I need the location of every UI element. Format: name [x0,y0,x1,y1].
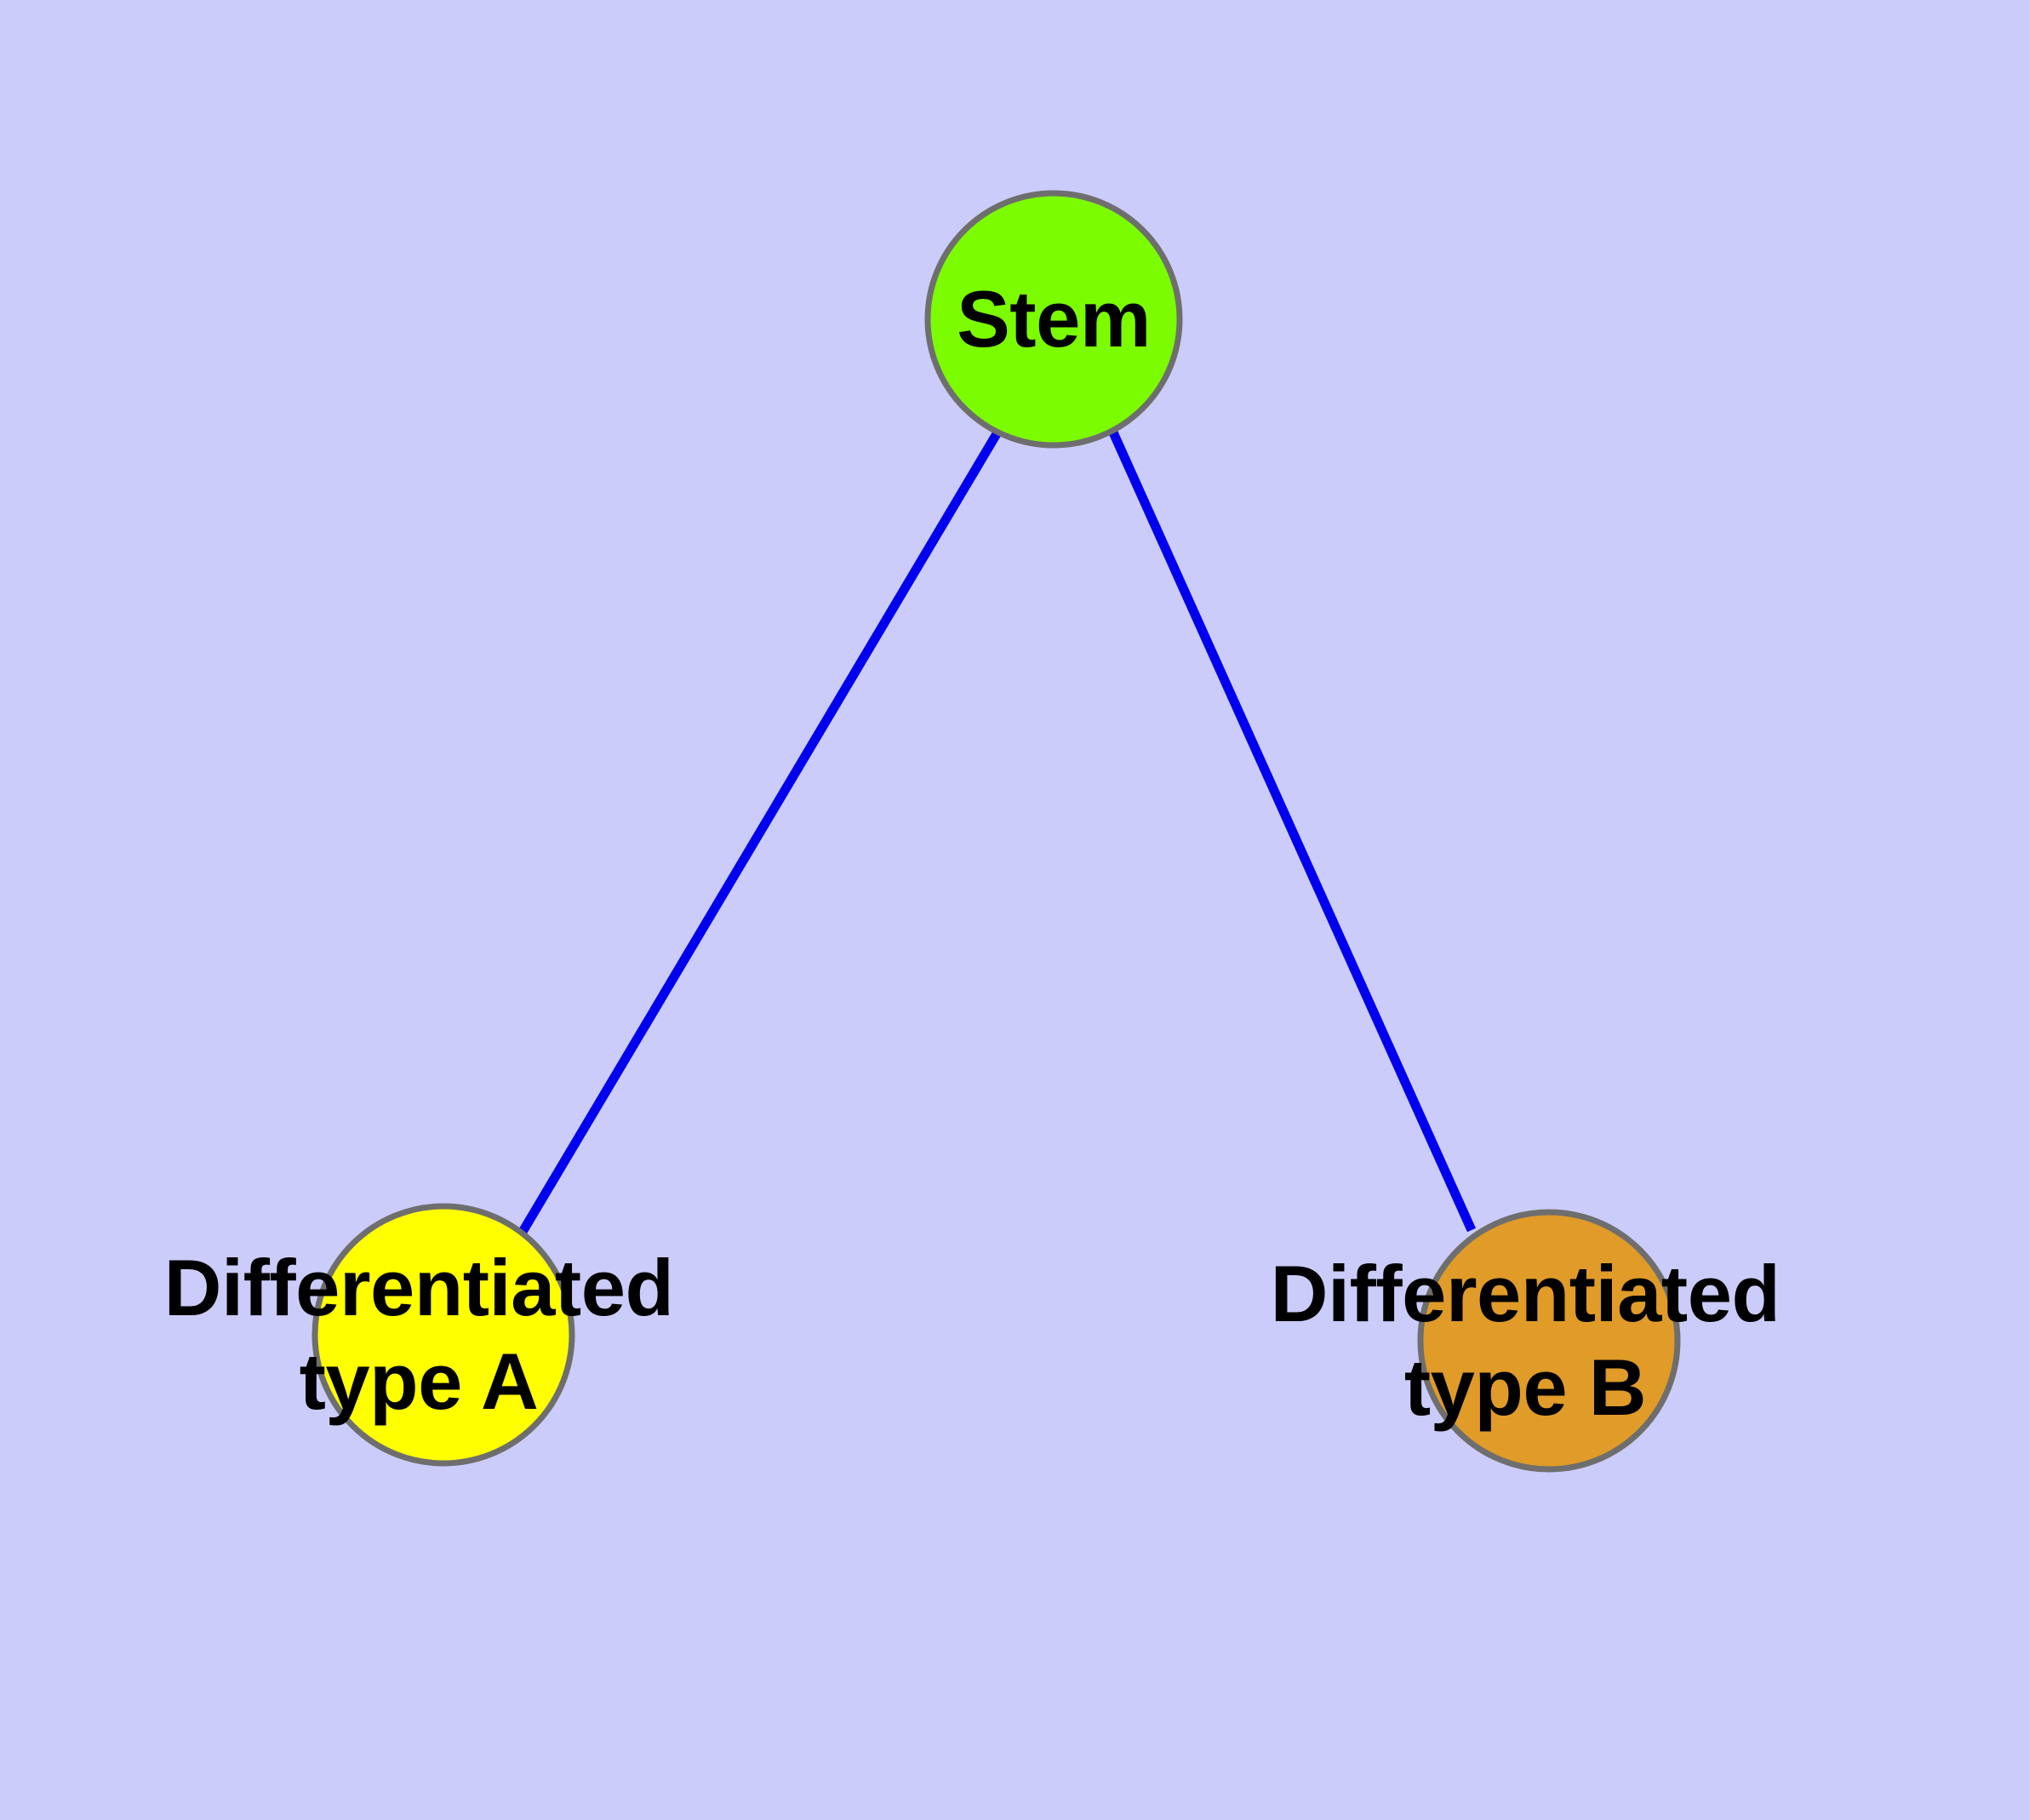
edge-stem-to-diff-b[interactable] [1108,430,1477,1233]
node-circle-diff_a[interactable] [311,1203,575,1467]
node-circle-diff_b[interactable] [1417,1209,1681,1473]
node-circle-stem[interactable] [924,190,1183,449]
edge-stem-to-diff-a[interactable] [518,430,1002,1234]
edges-layer [518,430,1477,1234]
nodes-layer [311,190,1681,1473]
